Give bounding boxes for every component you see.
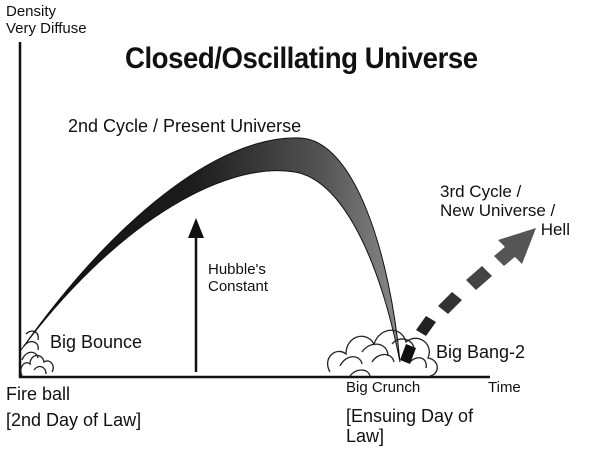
label-second-cycle: 2nd Cycle / Present Universe [68,116,302,136]
label-second-day-of-law: [2nd Day of Law] [6,410,142,430]
ensuing-line-2: Law] [346,426,385,447]
dash-3 [438,292,462,314]
label-fire-ball: Fire ball [6,384,71,404]
dash-arrow-head [498,228,536,264]
third-cycle-line-2: New Universe / [440,201,556,221]
y-axis-label-density: Density [6,3,57,20]
label-big-bounce: Big Bounce [50,332,143,352]
x-axis-label-time: Time [488,379,521,396]
dash-4 [466,266,492,290]
ensuing-line-1: [Ensuing Day of [346,406,474,426]
label-big-crunch: Big Crunch [346,379,421,396]
y-axis-label-very-diffuse: Very Diffuse [6,20,87,37]
dash-1 [400,344,416,364]
hubble-arrow-head [188,218,204,238]
hubble-line-2: Constant [208,277,269,295]
big-bounce-cloud [20,330,54,377]
third-cycle-line-3: Hell [540,220,570,240]
hubble-line-1: Hubble's [208,261,266,278]
diagram-title: Closed/Oscillating Universe [125,42,478,75]
third-cycle-arrow [400,228,536,364]
label-ensuing-day-of-law: [Ensuing Day of Law] [346,406,473,446]
label-big-bang-2: Big Bang-2 [436,342,526,362]
second-cycle-curve [20,137,401,363]
label-third-cycle: 3rd Cycle / New Universe / Hell [440,182,580,239]
dash-2 [416,316,436,336]
label-hubble-constant: Hubble's Constant [208,261,269,296]
third-cycle-line-1: 3rd Cycle / [440,182,522,201]
big-crunch-cloud [327,329,438,377]
